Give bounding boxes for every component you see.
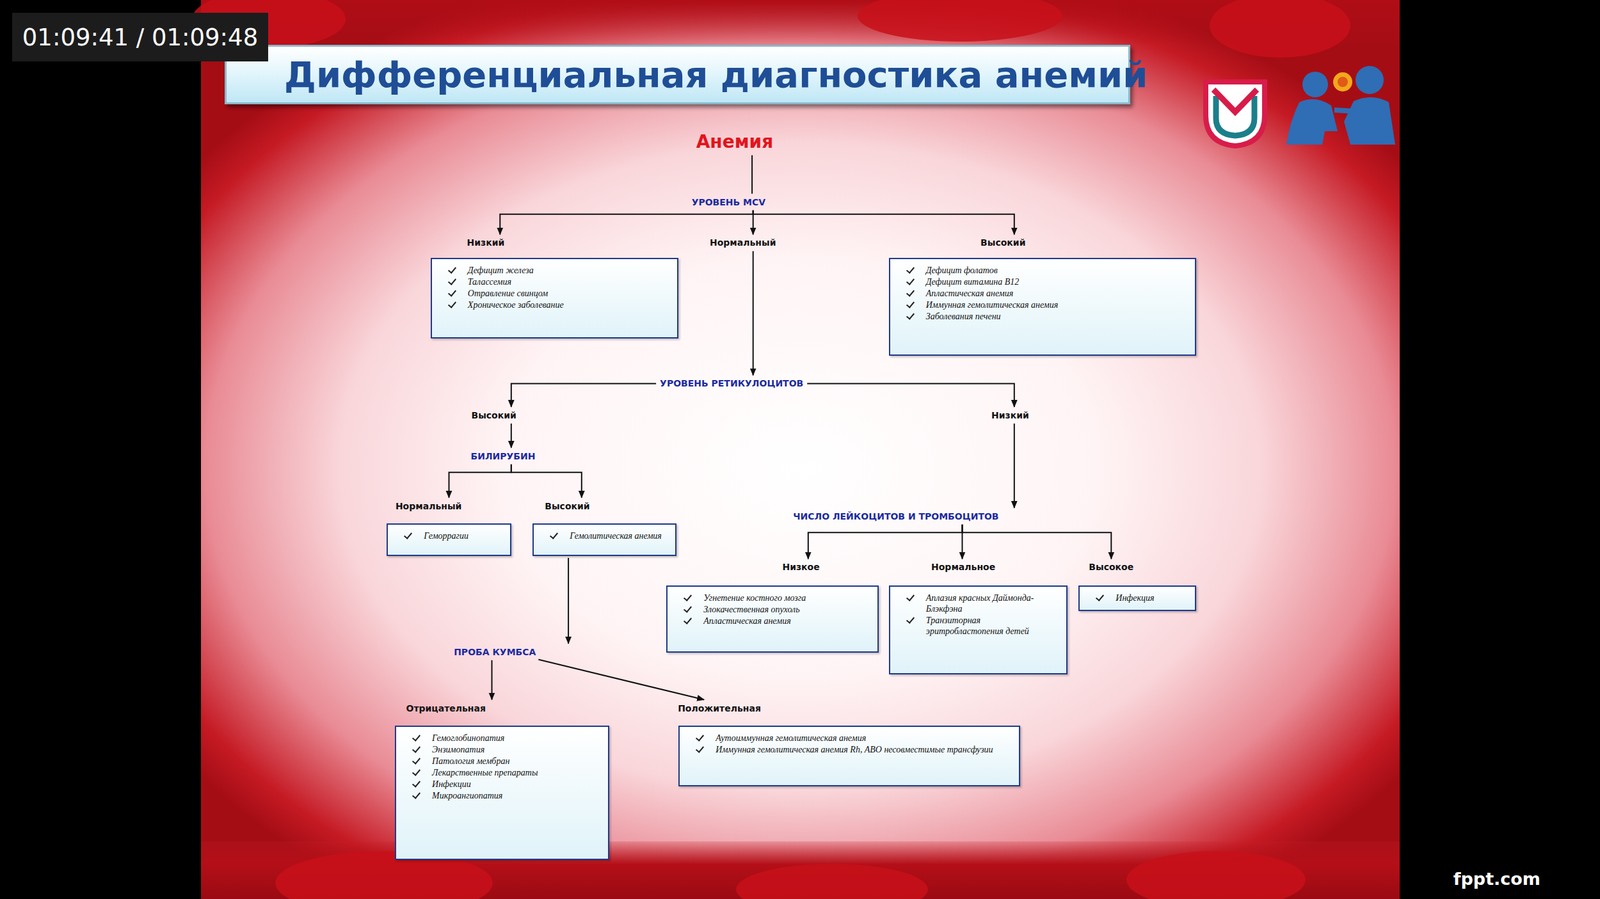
check-item: Злокачественная опухоль bbox=[703, 604, 870, 616]
watermark: fppt.com bbox=[1453, 869, 1541, 889]
label-text: Анемия bbox=[696, 131, 774, 153]
flow-arrow bbox=[567, 558, 569, 644]
branch-label: Положительная bbox=[676, 702, 763, 715]
label-text: Положительная bbox=[677, 702, 761, 715]
children-logo bbox=[1286, 65, 1396, 145]
check-item: Дефицит железа bbox=[467, 264, 670, 276]
flow-arrow bbox=[499, 210, 753, 235]
check-item: Инфекция bbox=[1115, 592, 1187, 604]
flow-arrow bbox=[753, 210, 1015, 235]
label-text: УРОВЕНЬ РЕТИКУЛОЦИТОВ bbox=[659, 377, 804, 390]
flow-arrow bbox=[752, 251, 754, 376]
flow-arrow bbox=[511, 464, 582, 498]
check-item: Дефицит витамина B12 bbox=[926, 276, 1188, 288]
check-item: Гемолитическая анемия bbox=[569, 530, 668, 542]
check-item: Гемоглобинопатия bbox=[432, 732, 601, 744]
label-text: Отрицательная bbox=[405, 702, 486, 715]
result-box: Аутоиммунная гемолитическая анемияИммунн… bbox=[678, 725, 1021, 788]
branch-label: УРОВЕНЬ РЕТИКУЛОЦИТОВ bbox=[658, 376, 805, 390]
flow-arrow bbox=[751, 155, 753, 194]
check-item: Угнетение костного мозга bbox=[703, 592, 870, 604]
branch-label: ПРОБА КУМБСА bbox=[452, 645, 537, 659]
flow-arrow bbox=[808, 524, 963, 560]
result-box: ГемоглобинопатияЭнзимопатияПатология мем… bbox=[394, 725, 610, 861]
blood-cells bbox=[192, 0, 1351, 899]
result-box: Угнетение костного мозгаЗлокачественная … bbox=[666, 585, 879, 653]
flow-arrow bbox=[807, 384, 1015, 408]
label-text: Низкое bbox=[782, 561, 820, 573]
branch-label: Нормальный bbox=[394, 499, 464, 513]
branch-label: Отрицательная bbox=[404, 702, 488, 715]
title-bar: Дифференциальная диагностика анемий bbox=[224, 44, 1131, 105]
check-item: Микроангиопатия bbox=[432, 790, 601, 802]
result-box: Дефицит фолатовДефицит витамина B12Аплас… bbox=[888, 257, 1197, 356]
check-item: Аутоиммунная гемолитическая анемия bbox=[715, 732, 1012, 744]
branch-label: Высокий bbox=[543, 499, 591, 513]
label-text: ЧИСЛО ЛЕЙКОЦИТОВ И ТРОМБОЦИТОВ bbox=[792, 510, 999, 523]
check-item: Геморрагии bbox=[423, 530, 503, 542]
flow-arrow bbox=[510, 423, 512, 448]
branch-label: Высокий bbox=[979, 236, 1027, 249]
label-text: Нормальный bbox=[709, 236, 777, 249]
branch-label: Анемия bbox=[695, 130, 776, 154]
label-text: Нормальный bbox=[395, 500, 463, 512]
check-item: Патология мембран bbox=[432, 755, 601, 767]
branch-label: Низкий bbox=[990, 408, 1031, 422]
label-text: Низкий bbox=[991, 409, 1030, 422]
branch-label: Низкий bbox=[465, 236, 507, 249]
flow-arrow bbox=[962, 524, 1112, 560]
branch-label: ЧИСЛО ЛЕЙКОЦИТОВ И ТРОМБОЦИТОВ bbox=[791, 510, 1000, 523]
result-box: Аплазия красных Даймонда-БлэкфэнаТранзит… bbox=[888, 585, 1068, 675]
label-text: Нормальное bbox=[931, 561, 996, 573]
branch-label: Низкое bbox=[780, 560, 821, 574]
check-item: Аплазия красных Даймонда-Блэкфэна bbox=[926, 592, 1059, 615]
flow-arrow bbox=[511, 384, 656, 408]
label-text: Высокий bbox=[980, 236, 1026, 249]
university-logo bbox=[1205, 81, 1265, 146]
check-item: Лекарственные препараты bbox=[432, 767, 601, 779]
video-timestamp-box: 01:09:41 / 01:09:48 bbox=[12, 12, 269, 62]
flow-arrow bbox=[449, 464, 512, 498]
check-item: Талассемия bbox=[467, 276, 670, 288]
result-box: Гемолитическая анемия bbox=[532, 523, 677, 557]
check-item: Заболевания печени bbox=[926, 311, 1188, 322]
label-text: УРОВЕНЬ MCV bbox=[691, 196, 767, 208]
check-item: Дефицит фолатов bbox=[926, 264, 1188, 276]
check-item: Хроническое заболевание bbox=[467, 299, 670, 311]
check-item: Транзиторная эритробластопения детей bbox=[926, 615, 1059, 637]
check-item: Апластическая анемия bbox=[926, 288, 1188, 299]
branch-label: Высокий bbox=[469, 408, 518, 422]
check-item: Иммунная гемолитическая анемия bbox=[926, 299, 1188, 311]
label-text: Высокий bbox=[471, 409, 516, 422]
branch-label: Нормальный bbox=[708, 236, 778, 249]
video-timestamp: 01:09:41 / 01:09:48 bbox=[22, 23, 258, 52]
branch-label: Нормальное bbox=[929, 560, 997, 574]
label-text: БИЛИРУБИН bbox=[471, 450, 536, 463]
result-box: Дефицит железаТалассемияОтравление свинц… bbox=[430, 257, 679, 339]
slide-title: Дифференциальная диагностика анемий bbox=[284, 53, 1148, 96]
check-item: Апластическая анемия bbox=[703, 615, 870, 627]
result-box: Геморрагии bbox=[386, 523, 512, 557]
result-box: Инфекция bbox=[1078, 585, 1196, 612]
flow-arrow bbox=[538, 659, 704, 701]
branch-label: Высокое bbox=[1087, 560, 1135, 574]
branch-label: УРОВЕНЬ MCV bbox=[690, 195, 768, 209]
flow-arrow bbox=[1013, 423, 1016, 509]
check-item: Энзимопатия bbox=[432, 744, 601, 756]
branch-label: БИЛИРУБИН bbox=[469, 449, 537, 463]
label-text: Низкий bbox=[467, 236, 505, 249]
flow-arrow bbox=[491, 660, 493, 701]
label-text: ПРОБА КУМБСА bbox=[453, 646, 536, 658]
check-item: Иммунная гемолитическая анемия Rh, ABO н… bbox=[715, 744, 1012, 756]
check-item: Отравление свинцом bbox=[467, 288, 670, 299]
check-item: Инфекции bbox=[432, 778, 601, 790]
label-text: Высокое bbox=[1088, 561, 1134, 573]
label-text: Высокий bbox=[544, 500, 590, 512]
